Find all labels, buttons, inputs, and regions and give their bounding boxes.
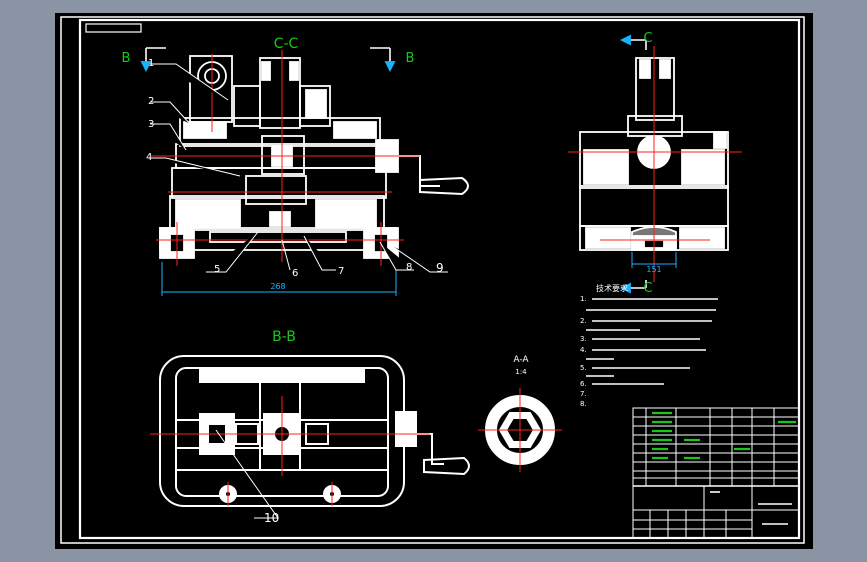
leader-1 xyxy=(150,63,229,101)
marker-b-right: B xyxy=(406,51,415,66)
note-num-5: 5. xyxy=(580,364,587,372)
top-bearing-right xyxy=(395,411,417,447)
side-key xyxy=(713,131,727,149)
detail-center-lines xyxy=(478,388,562,472)
cut-marker-right-arrow xyxy=(384,61,396,73)
label-section-aa-scale: 1:4 xyxy=(515,368,527,376)
note-num-4: 4. xyxy=(580,346,587,354)
side-base-hatch xyxy=(585,227,725,249)
note-num-1: 1. xyxy=(580,295,587,303)
cut-marker-left-arrow xyxy=(140,61,152,73)
title-block-text-marks xyxy=(652,411,796,460)
dimension-values: 268 151 xyxy=(270,265,661,291)
side-shaft-hatch xyxy=(639,59,671,79)
leader-8 xyxy=(379,241,414,271)
drawing-sheet xyxy=(55,13,813,549)
part-number-1: 1 xyxy=(148,58,154,69)
note-num-8: 8. xyxy=(580,400,587,408)
name-tag xyxy=(85,23,142,33)
marker-c-bottom: C xyxy=(643,281,652,296)
notes-heading: 技术要求 xyxy=(596,283,628,293)
outer-frame xyxy=(60,16,805,544)
upper-shaft-hatch xyxy=(261,61,299,81)
upper-block-left xyxy=(233,85,261,127)
body-hatch-right xyxy=(333,121,377,139)
leader-3 xyxy=(150,123,187,151)
upper-block-right-hatch xyxy=(305,89,327,119)
side-cut-marker-top xyxy=(628,39,647,50)
body-hatch-left xyxy=(183,121,227,139)
top-rail xyxy=(199,367,365,383)
lower-hatch-right xyxy=(315,199,377,229)
lower-center xyxy=(245,175,307,205)
slide-block xyxy=(269,211,291,227)
leader-7 xyxy=(303,235,336,271)
view-labels: C-C B-B A-A 1:4 B B C C xyxy=(122,31,653,376)
part-number-9: 9 xyxy=(436,261,444,275)
part-number-3: 3 xyxy=(148,119,154,130)
note-num-2: 2. xyxy=(580,317,587,325)
part-leaders xyxy=(148,63,448,273)
dim-text-151: 151 xyxy=(646,265,661,274)
leader-6 xyxy=(281,239,291,271)
marker-b-left: B xyxy=(122,51,131,66)
side-body-hatch-right xyxy=(681,149,725,185)
leader-4 xyxy=(148,157,241,177)
part-number-5: 5 xyxy=(214,264,220,275)
side-shaft xyxy=(635,57,675,121)
leader-10 xyxy=(215,429,279,519)
part-number-4: 4 xyxy=(146,152,152,163)
leader-5 xyxy=(206,231,259,273)
notes-text: 技术要求 1. 2. 3. 4. 5. 6. 7. 8. xyxy=(580,283,628,408)
note-num-6: 6. xyxy=(580,380,587,388)
note-num-7: 7. xyxy=(580,390,587,398)
label-section-bb: B-B xyxy=(272,329,296,345)
inner-frame xyxy=(78,18,801,540)
technical-notes xyxy=(586,298,718,385)
part-number-6: 6 xyxy=(292,268,298,279)
dim-text-268: 268 xyxy=(270,282,285,291)
top-section-view xyxy=(159,355,470,507)
part-number-2: 2 xyxy=(148,96,154,107)
side-center-lines xyxy=(568,46,742,282)
note-num-3: 3. xyxy=(580,335,587,343)
upper-block-right xyxy=(299,85,331,127)
title-block xyxy=(632,407,800,539)
part-number-8: 8 xyxy=(406,262,412,273)
side-cut-marker-bottom-arrow xyxy=(619,282,631,294)
screw-center-block xyxy=(261,135,305,175)
lower-body xyxy=(171,167,387,199)
top-handle-grip xyxy=(423,456,470,476)
side-cut-marker-bottom xyxy=(628,280,647,289)
part-number-10: 10 xyxy=(264,511,279,525)
base-inner xyxy=(209,231,347,243)
lower-slide xyxy=(169,195,385,231)
label-section-cc: C-C xyxy=(274,36,299,52)
leader-9 xyxy=(391,245,448,273)
side-cut-marker-top-arrow xyxy=(619,34,631,46)
handle-grip xyxy=(419,176,469,196)
title-block-white-marks xyxy=(710,491,792,525)
side-body-hatch-left xyxy=(583,149,629,185)
dimension-151 xyxy=(631,252,677,268)
label-section-aa: A-A xyxy=(513,355,529,365)
marker-c-top: C xyxy=(643,31,652,46)
top-center-lines xyxy=(150,396,430,506)
leader-2 xyxy=(150,101,191,125)
part-number-7: 7 xyxy=(338,266,344,277)
title-block-frame xyxy=(632,407,800,539)
part-numbers: 1 2 3 4 5 6 7 8 9 10 xyxy=(146,58,444,525)
lower-hatch-left xyxy=(175,199,241,229)
